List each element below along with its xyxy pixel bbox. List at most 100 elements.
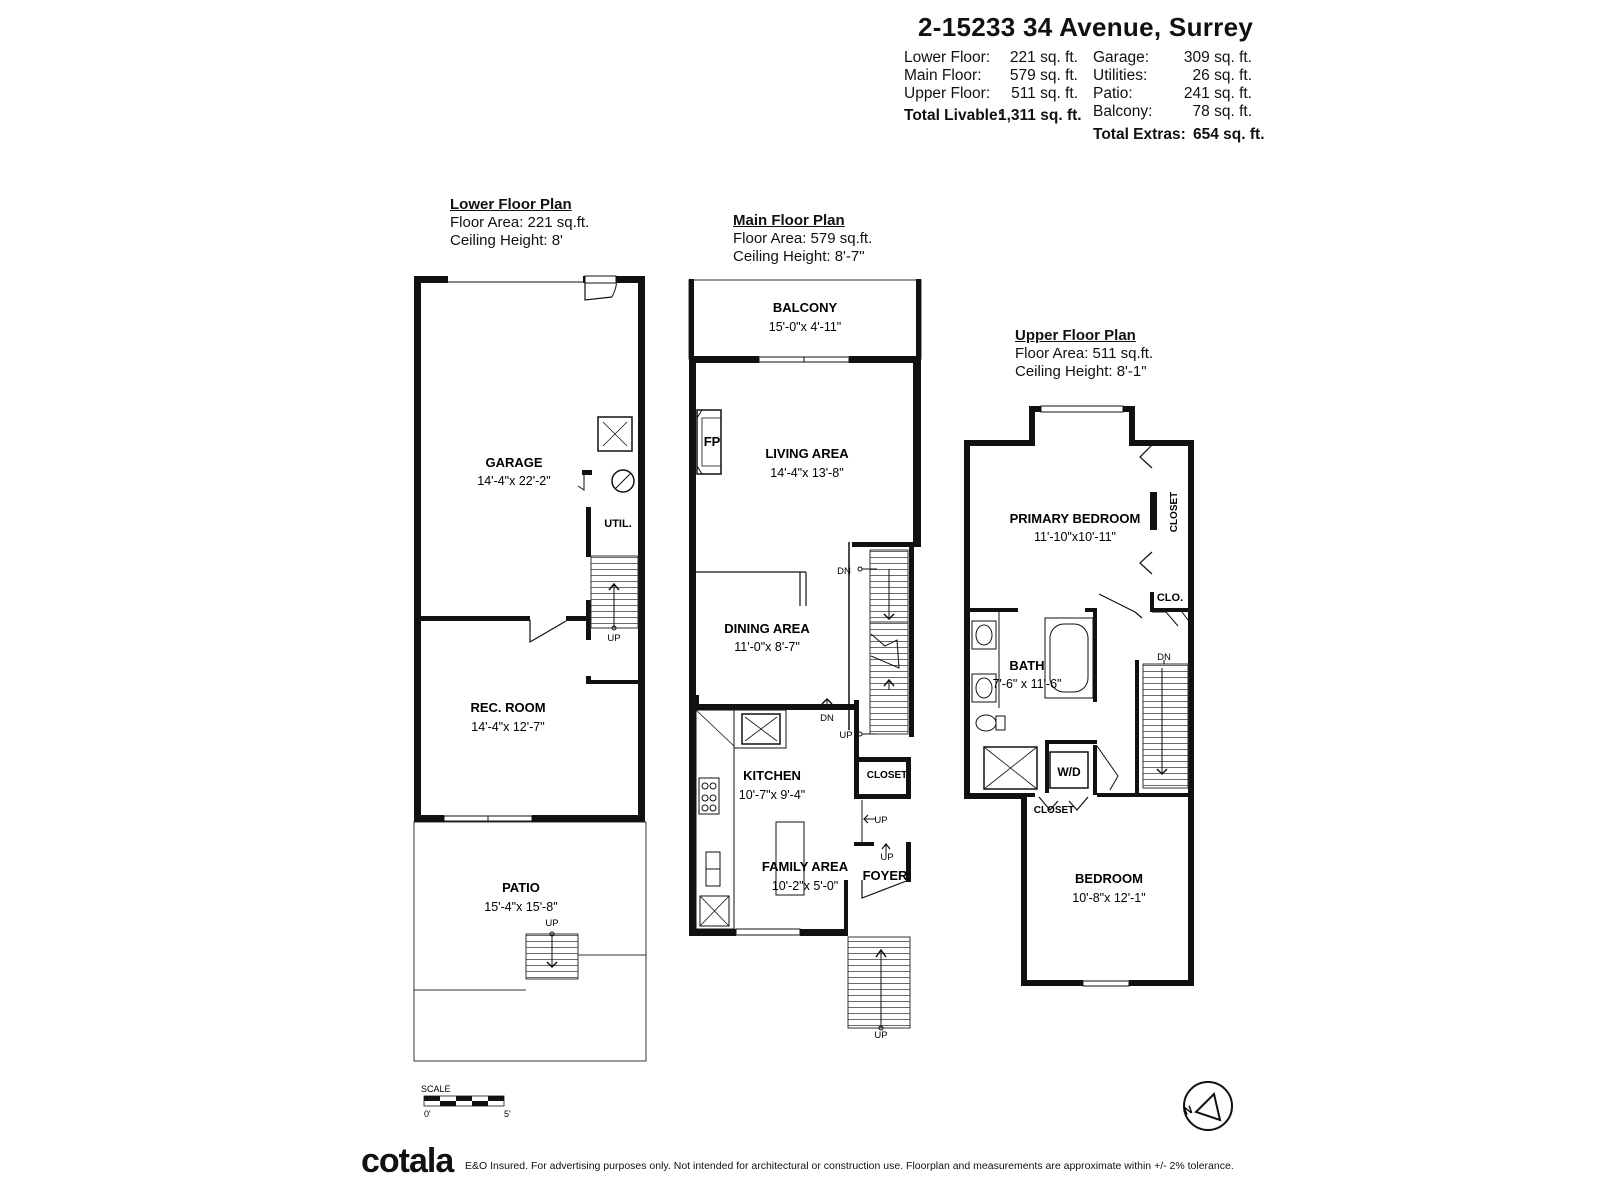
toilet	[975, 714, 997, 732]
patio-dims: 15'-4"x 15'-8"	[484, 900, 557, 914]
entry-stairs	[847, 936, 911, 1029]
fireplace-label: FP	[704, 434, 721, 449]
bath-door	[1098, 593, 1143, 619]
primary-bedroom-name: PRIMARY BEDROOM	[1010, 511, 1141, 526]
total-livable-label: Total Livable:	[904, 107, 1003, 124]
closet-up-label: UP	[874, 815, 887, 826]
bedroom-name: BEDROOM	[1075, 871, 1143, 886]
lower-floor-plan-title: Lower Floor Plan	[450, 196, 572, 213]
upper-stairs	[1142, 663, 1189, 789]
family-area-name: FAMILY AREA	[762, 859, 849, 874]
wd-name: W/D	[1057, 765, 1081, 779]
patio-outline	[413, 821, 647, 1062]
rec-room-dims: 14'-4"x 12'-7"	[471, 720, 544, 734]
upper-floor-area-value: 511 sq. ft.	[1011, 85, 1078, 102]
upper-floor-plan: PRIMARY BEDROOM 11'-10"x10'-11" CLOSET C…	[964, 405, 1194, 987]
front-door	[861, 879, 910, 899]
garage-man-door	[584, 283, 613, 301]
rec-room-door	[529, 620, 567, 644]
patio-area-label: Patio:	[1093, 85, 1133, 102]
balcony-name: BALCONY	[773, 300, 838, 315]
upper-bay-window	[1040, 405, 1124, 413]
utilities-area-label: Utilities:	[1093, 67, 1148, 84]
scale-max: 5'	[504, 1109, 511, 1119]
fireplace	[696, 409, 722, 475]
upper-floor-area-label: Upper Floor:	[904, 85, 991, 102]
family-area-dims: 10'-2"x 5'-0"	[772, 879, 838, 893]
kitchen-counter-top	[733, 709, 787, 749]
primary-closet-door-top	[1139, 444, 1153, 469]
patio-stairs-start-dot	[549, 931, 555, 937]
clo-name: CLO.	[1157, 592, 1183, 604]
lower-floor-plan-heading: Lower Floor Plan Floor Area: 221 sq.ft. …	[450, 196, 589, 250]
foyer-name: FOYER	[863, 868, 908, 883]
lower-stairs-up-label: UP	[607, 633, 620, 644]
bedroom-window	[1082, 980, 1130, 987]
clo-door	[1152, 611, 1179, 627]
garage-area-label: Garage:	[1093, 49, 1150, 66]
bathtub	[1044, 617, 1094, 699]
main-stairs-up	[869, 621, 909, 735]
garage-area-value: 309 sq. ft.	[1183, 49, 1252, 66]
main-floor-plan-area: Floor Area: 579 sq.ft.	[733, 230, 873, 247]
lower-floor-area-label: Lower Floor:	[904, 49, 991, 66]
rec-room-name: REC. ROOM	[470, 700, 545, 715]
bath-name: BATH	[1009, 658, 1044, 673]
upper-floor-plan-title: Upper Floor Plan	[1015, 327, 1136, 344]
main-floor-plan-title: Main Floor Plan	[733, 212, 845, 229]
balcony-area-label: Balcony:	[1093, 103, 1153, 120]
entry-stairs-up-label: UP	[874, 1030, 887, 1041]
total-extras-label: Total Extras:	[1093, 126, 1186, 143]
garage-man-door-opening	[584, 275, 617, 284]
main-floor-area-label: Main Floor:	[904, 67, 982, 84]
bath-dims: 7'-6" x 11'-6"	[992, 677, 1061, 691]
dishwasher	[699, 895, 730, 927]
utilities-area-value: 26 sq. ft.	[1192, 67, 1252, 84]
upper-floor-plan-area: Floor Area: 511 sq.ft.	[1015, 345, 1154, 362]
upper-floor-plan-heading: Upper Floor Plan Floor Area: 511 sq.ft. …	[1015, 327, 1153, 381]
property-address: 2-15233 34 Avenue, Surrey	[918, 12, 1254, 42]
upper-floor-plan-ceiling: Ceiling Height: 8'-1"	[1015, 363, 1147, 380]
bedroom-dims: 10'-8"x 12'-1"	[1072, 891, 1145, 905]
main-stairs-up-label: UP	[839, 730, 852, 741]
bedroom-closet-door-left	[1038, 796, 1059, 811]
patio-name: PATIO	[502, 880, 540, 895]
lower-floor-plan: GARAGE 14'-4"x 22'-2" UTIL. UP REC. ROOM…	[413, 275, 647, 1062]
wd-door	[1096, 745, 1119, 791]
dining-area-dims: 11'-0"x 8'-7"	[734, 640, 800, 654]
primary-bedroom-dims: 11'-10"x10'-11"	[1034, 530, 1116, 544]
garage-dims: 14'-4"x 22'-2"	[477, 474, 550, 488]
bedroom-closet-name: CLOSET	[1034, 805, 1075, 816]
upper-walls	[964, 406, 1194, 986]
kitchen-name: KITCHEN	[743, 768, 801, 783]
primary-closet-name: CLOSET	[1169, 492, 1180, 533]
main-closet-name: CLOSET	[867, 770, 908, 781]
garage-name: GARAGE	[485, 455, 542, 470]
compass-icon: N	[1183, 1081, 1233, 1131]
kitchen-island	[775, 821, 805, 896]
family-window	[735, 928, 801, 936]
balcony-area-value: 78 sq. ft.	[1192, 103, 1252, 120]
primary-closet-rod	[1150, 492, 1157, 530]
lower-walls	[414, 276, 645, 822]
living-area-dims: 14'-4"x 13'-8"	[770, 466, 843, 480]
kitchen-dims: 10'-7"x 9'-4"	[739, 788, 805, 802]
main-stairs-dn-label: DN	[837, 566, 851, 577]
kitchen-stairs-dn-label: DN	[820, 713, 834, 724]
patio-area-value: 241 sq. ft.	[1183, 85, 1252, 102]
total-extras-value: 654 sq. ft.	[1193, 126, 1265, 143]
stair-landing-break	[870, 633, 900, 669]
scale-label: SCALE	[421, 1084, 451, 1094]
foyer-up-label: UP	[880, 852, 893, 863]
living-area-name: LIVING AREA	[765, 446, 849, 461]
lower-stairs-arrow	[608, 582, 620, 591]
patio-stairs-up-label: UP	[545, 918, 558, 929]
lower-floor-area-value: 221 sq. ft.	[1009, 49, 1078, 66]
util-door	[577, 470, 585, 491]
main-floor-area-value: 579 sq. ft.	[1009, 67, 1078, 84]
main-floor-plan: BALCONY 15'-0"x 4'-11" FP LIVING AREA 14…	[688, 279, 922, 1041]
main-walls	[689, 279, 921, 936]
primary-closet-door-bottom	[1139, 551, 1153, 575]
main-floor-plan-ceiling: Ceiling Height: 8'-7"	[733, 248, 865, 265]
